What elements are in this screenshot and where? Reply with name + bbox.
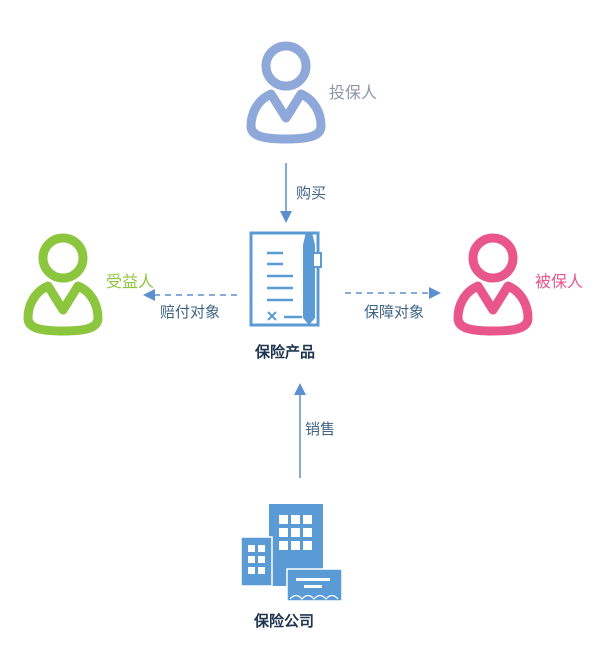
policyholder-label: 投保人: [329, 83, 378, 102]
insurance-product-label: 保险产品: [255, 343, 316, 361]
insurance-company-building-icon: [240, 504, 343, 602]
insured-label: 被保人: [535, 272, 584, 291]
insurance-company-label: 保险公司: [254, 612, 315, 630]
buy-edge-label: 购买: [296, 184, 327, 202]
coverage-edge-label: 保障对象: [364, 303, 425, 321]
beneficiary-label: 受益人: [106, 272, 155, 291]
insurance-document-icon: [249, 231, 322, 327]
sell-edge-label: 销售: [305, 420, 336, 438]
policyholder-person-icon: [251, 46, 321, 139]
insured-person-icon: [458, 238, 528, 331]
beneficiary-person-icon: [28, 238, 98, 331]
payout-edge-label: 赔付对象: [160, 303, 221, 321]
